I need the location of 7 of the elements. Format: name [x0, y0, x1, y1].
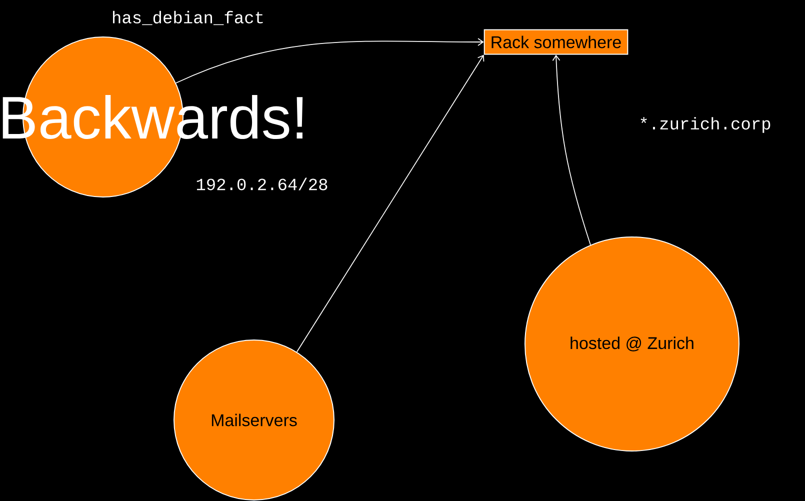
edge-label: *.zurich.corp: [636, 115, 774, 135]
arrow: [552, 54, 591, 246]
arrow: [176, 38, 484, 84]
process-box: Rack somewhere: [484, 29, 628, 55]
edge-label: has_debian_fact: [110, 8, 267, 28]
arrow: [296, 54, 484, 352]
edge-label: 192.0.2.64/28: [194, 176, 330, 192]
